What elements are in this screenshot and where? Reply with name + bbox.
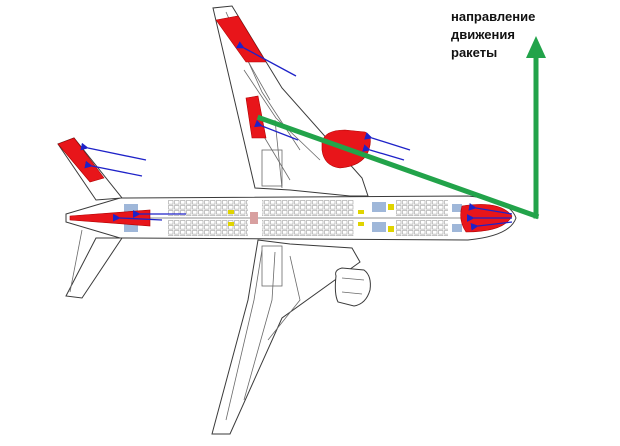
arrow-icon [80, 142, 147, 161]
seat-block-front-lower [396, 220, 448, 236]
impact-arrows [80, 41, 513, 231]
seat-block-mid [262, 200, 354, 216]
arrow-icon [235, 41, 297, 77]
arrow-up-icon [526, 36, 546, 58]
missile-path [256, 36, 546, 220]
tail-stabilizers [57, 137, 123, 299]
arrow-icon [112, 213, 163, 222]
lower-engine [334, 267, 371, 307]
arrow-icon [468, 202, 513, 215]
upper-wing [212, 5, 371, 197]
wing-mid-damage [245, 95, 267, 139]
seat-block-front [396, 200, 448, 216]
lower-wing [211, 239, 371, 435]
arrow-icon [254, 119, 299, 141]
stabilizer-damage [57, 137, 105, 183]
tail-cone-damage [69, 209, 151, 227]
seat-block-mid-lower [262, 220, 354, 236]
arrow-icon [470, 221, 513, 231]
seat-block-rear-lower [168, 220, 248, 236]
missile-direction-caption: направление движения ракеты [451, 9, 536, 60]
arrow-icon [84, 160, 143, 177]
arrow-icon [364, 132, 411, 151]
arrow-icon [362, 144, 405, 161]
